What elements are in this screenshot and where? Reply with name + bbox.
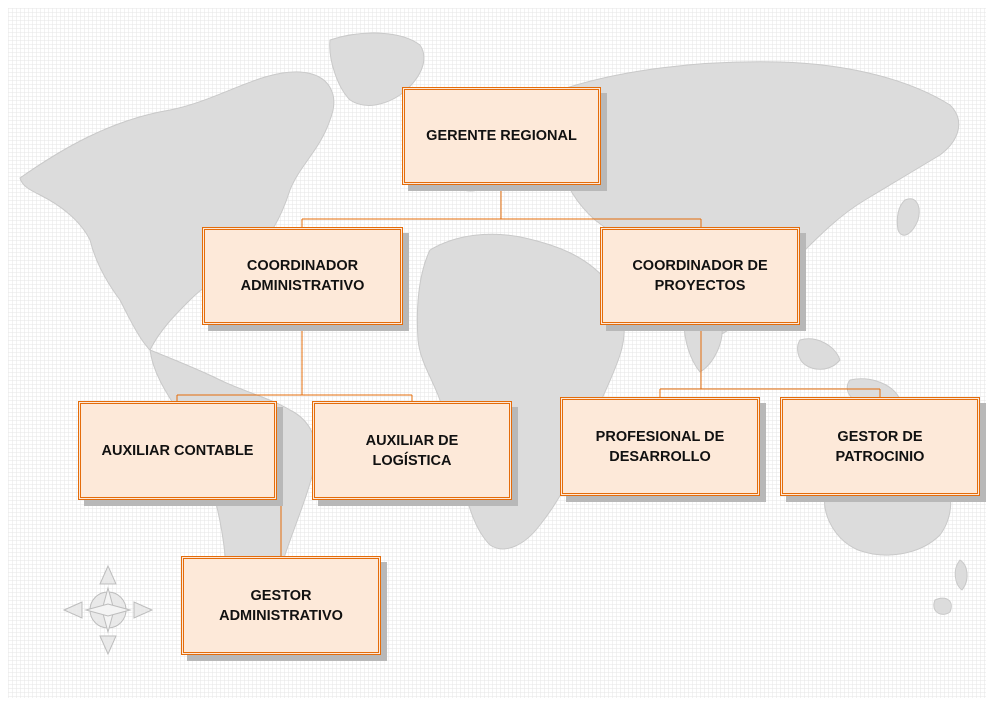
node-label: GERENTE REGIONAL [426, 128, 577, 144]
node-gerente-regional[interactable]: GERENTE REGIONAL [402, 87, 601, 185]
node-gestor-administrativo[interactable]: GESTOR ADMINISTRATIVO [181, 556, 381, 655]
node-label: AUXILIAR CONTABLE [101, 442, 254, 459]
node-auxiliar-logistica[interactable]: AUXILIAR DE LOGÍSTICA [312, 401, 512, 500]
node-label: AUXILIAR DE LOGÍSTICA [365, 432, 459, 469]
node-auxiliar-contable[interactable]: AUXILIAR CONTABLE [78, 401, 277, 500]
node-profesional-desarrollo[interactable]: PROFESIONAL DE DESARROLLO [560, 397, 760, 496]
node-label: GESTOR DE PATROCINIO [835, 428, 925, 465]
node-label: COORDINADOR ADMINISTRATIVO [240, 258, 365, 294]
node-coordinador-proyectos[interactable]: COORDINADOR DE PROYECTOS [600, 227, 800, 325]
node-label: GESTOR ADMINISTRATIVO [219, 587, 343, 624]
node-label: PROFESIONAL DE DESARROLLO [595, 428, 725, 465]
node-coordinador-administrativo[interactable]: COORDINADOR ADMINISTRATIVO [202, 227, 403, 325]
node-gestor-patrocinio[interactable]: GESTOR DE PATROCINIO [780, 397, 980, 496]
node-label: COORDINADOR DE PROYECTOS [632, 258, 768, 294]
compass-rose-icon [62, 564, 154, 656]
